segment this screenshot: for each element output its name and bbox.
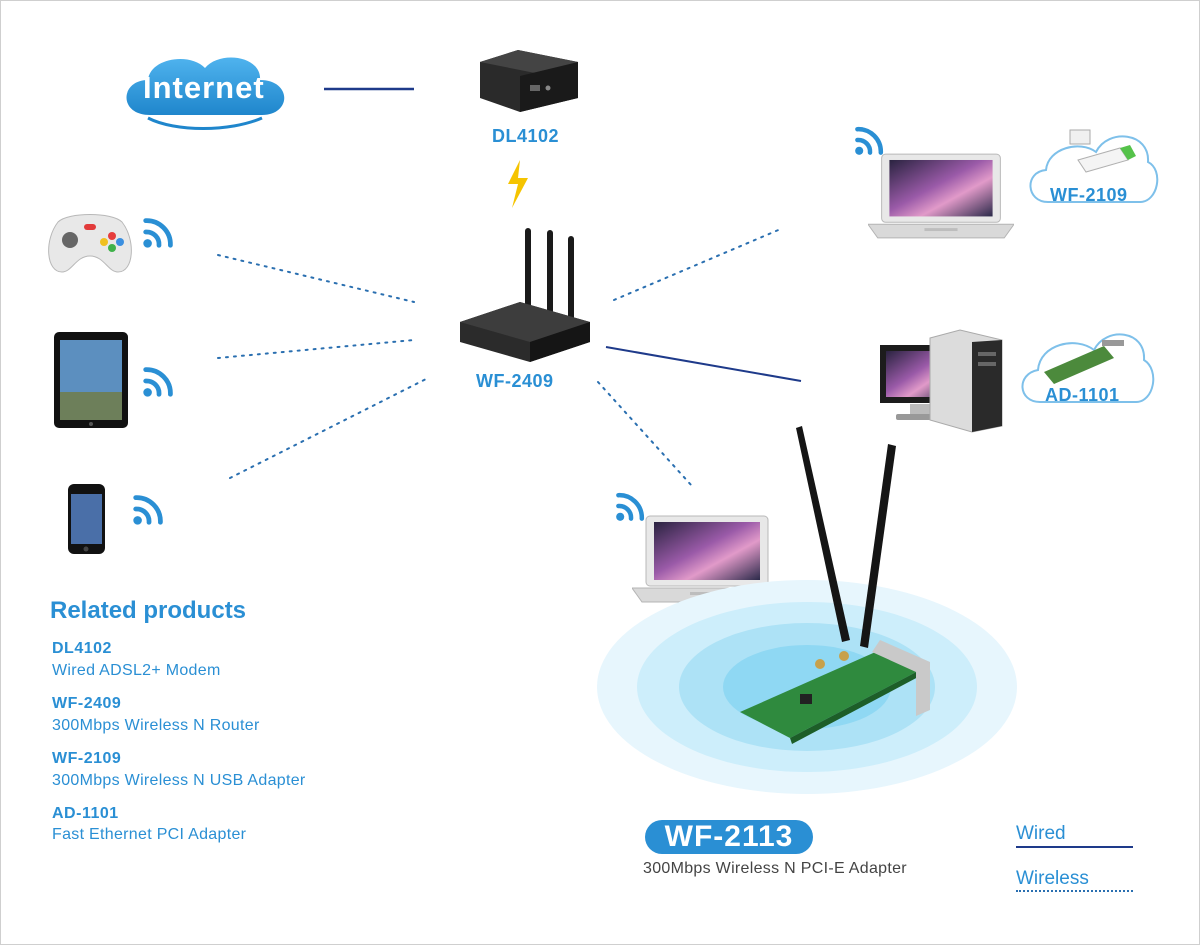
product-desc: 300Mbps Wireless N USB Adapter (52, 772, 306, 789)
modem-icon (480, 50, 578, 112)
featured-product-desc: 300Mbps Wireless N PCI-E Adapter (643, 860, 907, 877)
wifi-icon (616, 495, 642, 521)
pcie-wifi-card-icon (740, 426, 930, 744)
pci-adapter-label: AD-1101 (1045, 385, 1120, 405)
modem-label: DL4102 (492, 126, 560, 146)
smartphone-icon (68, 484, 105, 554)
lightning-icon (508, 160, 528, 208)
wireless-links (217, 227, 784, 487)
usb-adapter-icon (1029, 129, 1159, 203)
internet-label: Internet (143, 70, 265, 105)
product-name: WF-2109 (52, 750, 122, 767)
tablet-icon (54, 332, 128, 428)
legend-wireless-label: Wireless (1016, 868, 1089, 889)
legend-wireless-line (1016, 890, 1133, 892)
wifi-icon (133, 498, 160, 525)
laptop-icon (868, 153, 1014, 239)
pci-card-icon (1021, 333, 1155, 403)
product-name: DL4102 (52, 640, 112, 657)
internet-cloud-icon (126, 57, 285, 130)
product-desc: Fast Ethernet PCI Adapter (52, 826, 247, 843)
product-name: WF-2409 (52, 695, 122, 712)
related-products-title: Related products (50, 597, 247, 624)
usb-adapter-label: WF-2109 (1050, 185, 1128, 205)
desktop-computer-icon (880, 329, 1003, 433)
product-desc: 300Mbps Wireless N Router (52, 717, 260, 734)
router-icon (460, 228, 590, 362)
wired-link-router-desktop (605, 346, 802, 382)
wifi-icon (143, 370, 170, 397)
game-controller-icon (48, 214, 132, 273)
legend-wired-label: Wired (1016, 823, 1066, 844)
product-name: AD-1101 (52, 805, 119, 822)
router-label: WF-2409 (476, 371, 554, 391)
product-desc: Wired ADSL2+ Modem (52, 662, 221, 679)
featured-product-badge: WF-2113 (645, 820, 813, 854)
wifi-icon (855, 129, 881, 155)
wifi-icon (143, 221, 170, 248)
legend-wired-line (1016, 846, 1133, 848)
